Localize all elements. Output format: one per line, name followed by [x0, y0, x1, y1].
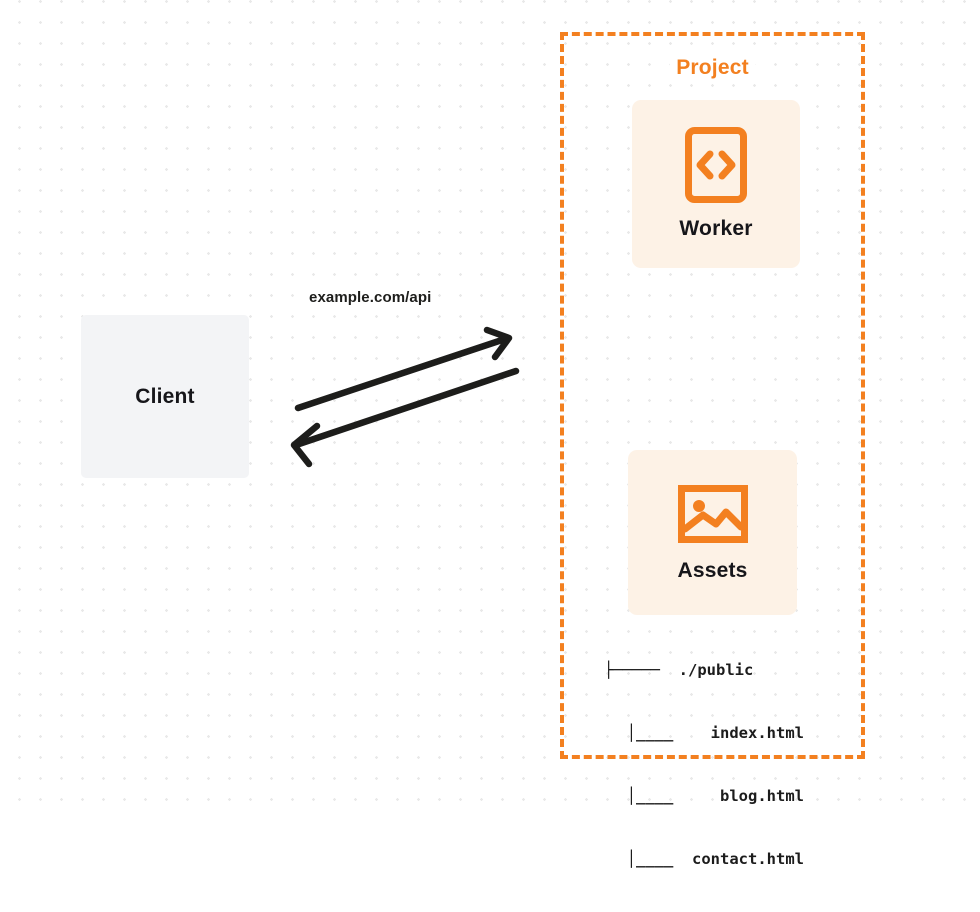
client-node[interactable]: Client [81, 315, 249, 478]
worker-node[interactable]: Worker [632, 100, 800, 268]
arrow-left-icon [290, 367, 520, 468]
file-tree-item: │____ blog.html [626, 787, 804, 805]
project-label: Project [669, 56, 756, 80]
client-label: Client [135, 384, 195, 408]
file-tree-root: ├───── ./public [604, 661, 754, 679]
connection-label: example.com/api [309, 289, 432, 306]
worker-label: Worker [679, 217, 753, 240]
diagram-canvas: Client example.com/api Project Worker [0, 0, 980, 868]
code-brackets-icon [685, 127, 747, 203]
file-tree-item: │____ contact.html [626, 850, 804, 868]
file-tree-item: │____ index.html [626, 724, 804, 742]
arrow-right-icon [294, 326, 513, 412]
assets-node[interactable]: Assets [628, 450, 797, 615]
project-container: Project [560, 32, 865, 759]
image-icon [677, 483, 748, 545]
assets-label: Assets [677, 558, 748, 582]
assets-file-tree: ├───── ./public │____ index.html │____ b… [604, 618, 804, 912]
